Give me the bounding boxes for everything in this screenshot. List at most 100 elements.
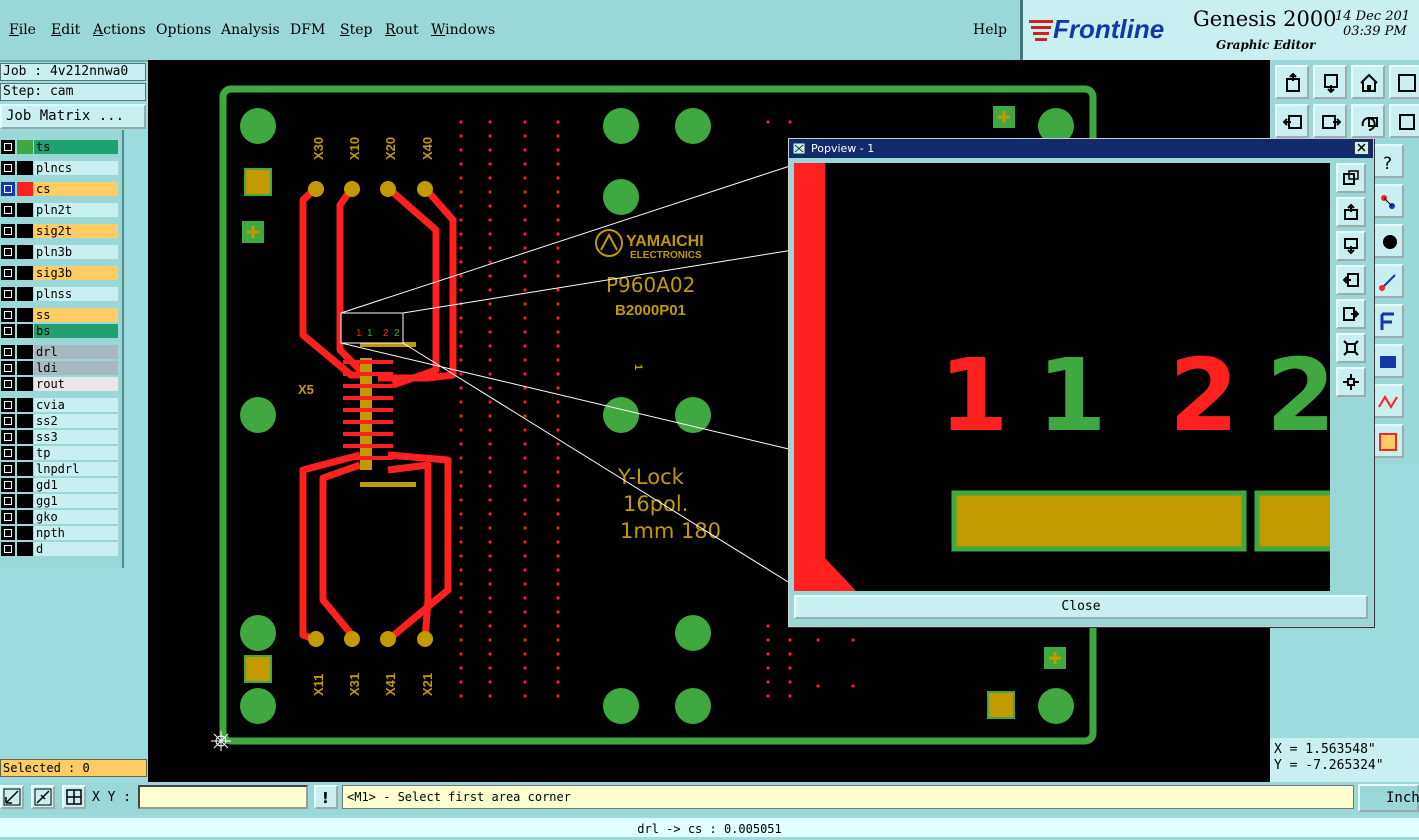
pan-right-icon[interactable] xyxy=(1313,104,1347,138)
layer-row-npth[interactable]: npth xyxy=(0,525,118,541)
layer-checkbox[interactable] xyxy=(1,161,15,175)
alert-icon[interactable]: ! xyxy=(314,785,338,809)
via-dot xyxy=(556,414,560,418)
layer-row-gko[interactable]: gko xyxy=(0,509,118,525)
pop-left-icon[interactable] xyxy=(1336,265,1366,295)
layer-checkbox[interactable] xyxy=(1,245,15,259)
zoom-home-icon[interactable] xyxy=(1275,65,1309,99)
layer-row-ldi[interactable]: ldi xyxy=(0,360,118,376)
via-dot xyxy=(766,120,770,124)
via-dot xyxy=(488,638,492,642)
component-icon[interactable] xyxy=(1370,344,1404,378)
menu-dfm[interactable]: DFM xyxy=(290,22,326,38)
layer-checkbox[interactable] xyxy=(1,430,15,444)
unit-toggle-button[interactable]: Inch xyxy=(1358,784,1419,812)
layer-row-sig3b[interactable]: sig3b xyxy=(0,265,118,281)
layer-checkbox[interactable] xyxy=(1,308,15,322)
layer-checkbox[interactable] xyxy=(1,398,15,412)
layer-row-ss3[interactable]: ss3 xyxy=(0,429,118,445)
layer-checkbox[interactable] xyxy=(1,182,15,196)
layer-checkbox[interactable] xyxy=(1,224,15,238)
pop-up-icon[interactable] xyxy=(1336,197,1366,227)
layer-checkbox[interactable] xyxy=(1,446,15,460)
pop-zoom-out-icon[interactable] xyxy=(1336,367,1366,397)
menu-file[interactable]: File xyxy=(9,22,36,38)
layer-row-ts[interactable]: ts xyxy=(0,139,118,155)
popview-window[interactable]: Popview - 1 1 1 2 2 Close xyxy=(788,138,1374,627)
layer-row-rout[interactable]: rout xyxy=(0,376,118,392)
snap-icon[interactable] xyxy=(1370,224,1404,258)
layer-checkbox[interactable] xyxy=(1,510,15,524)
wave-icon[interactable] xyxy=(1370,384,1404,418)
layer-checkbox[interactable] xyxy=(1,414,15,428)
via-dot xyxy=(556,260,560,264)
layer-checkbox[interactable] xyxy=(1,287,15,301)
layer-row-gd1[interactable]: gd1 xyxy=(0,477,118,493)
layer-checkbox[interactable] xyxy=(1,377,15,391)
menu-rout[interactable]: Rout xyxy=(385,22,419,38)
pan-left-icon[interactable] xyxy=(1275,104,1309,138)
layer-row-ss[interactable]: ss xyxy=(0,307,118,323)
layer-checkbox[interactable] xyxy=(1,324,15,338)
pop-down-icon[interactable] xyxy=(1336,231,1366,261)
layer-checkbox[interactable] xyxy=(1,361,15,375)
pop-fit-icon[interactable] xyxy=(1336,163,1366,193)
layer-row-ss2[interactable]: ss2 xyxy=(0,413,118,429)
select-mode-icon[interactable] xyxy=(0,785,24,809)
menu-actions[interactable]: Actions xyxy=(93,22,146,38)
layer-row-pln2t[interactable]: pln2t xyxy=(0,202,118,218)
layer-checkbox[interactable] xyxy=(1,140,15,154)
redraw-icon[interactable] xyxy=(1389,104,1419,138)
layer-row-drl[interactable]: drl xyxy=(0,344,118,360)
popview-menu-icon[interactable] xyxy=(793,143,806,155)
layer-row-bs[interactable]: bs xyxy=(0,323,118,339)
layer-color-swatch xyxy=(17,140,33,154)
layer-checkbox[interactable] xyxy=(1,345,15,359)
measure-mode-icon[interactable] xyxy=(31,785,55,809)
layer-checkbox[interactable] xyxy=(1,494,15,508)
menu-analysis[interactable]: Analysis xyxy=(221,22,280,38)
route-icon[interactable] xyxy=(1370,304,1404,338)
pop-zoom-in-icon[interactable] xyxy=(1336,333,1366,363)
grid-mode-icon[interactable] xyxy=(62,785,86,809)
popview-canvas[interactable]: 1 1 2 2 xyxy=(794,163,1330,591)
zoom-down-icon[interactable] xyxy=(1313,65,1347,99)
help-query-icon[interactable]: ? xyxy=(1370,144,1404,178)
layer-checkbox[interactable] xyxy=(1,478,15,492)
popview-close-button[interactable]: Close xyxy=(794,595,1368,619)
layer-row-cs[interactable]: cs xyxy=(0,181,118,197)
layer-row-lnpdrl[interactable]: lnpdrl xyxy=(0,461,118,477)
layer-checkbox[interactable] xyxy=(1,526,15,540)
connect-icon[interactable] xyxy=(1370,264,1404,298)
drill-icon[interactable] xyxy=(1370,424,1404,458)
menu-help[interactable]: Help xyxy=(973,22,1007,38)
xy-input[interactable] xyxy=(138,785,308,809)
layer-checkbox[interactable] xyxy=(1,203,15,217)
undo-zoom-icon[interactable] xyxy=(1351,104,1385,138)
layer-color-swatch xyxy=(17,494,33,508)
menu-windows[interactable]: Windows xyxy=(431,22,496,38)
layer-row-tp[interactable]: tp xyxy=(0,445,118,461)
window-icon[interactable] xyxy=(1389,65,1419,99)
layer-row-sig2t[interactable]: sig2t xyxy=(0,223,118,239)
job-matrix-button[interactable]: Job Matrix ... xyxy=(0,104,146,129)
layer-checkbox[interactable] xyxy=(1,266,15,280)
layer-checkbox[interactable] xyxy=(1,462,15,476)
menu-step[interactable]: Step xyxy=(340,22,373,38)
popview-title[interactable]: Popview - 1 xyxy=(789,139,1373,158)
layer-row-plnss[interactable]: plnss xyxy=(0,286,118,302)
menu-edit[interactable]: Edit xyxy=(51,22,81,38)
layer-checkbox[interactable] xyxy=(1,542,15,556)
layer-row-plncs[interactable]: plncs xyxy=(0,160,118,176)
pop-right-icon[interactable] xyxy=(1336,299,1366,329)
layer-row-pln3b[interactable]: pln3b xyxy=(0,244,118,260)
pcb-view[interactable]: X30 X10 X20 X40 X11 X31 X41 X21 X5 1 YAM… xyxy=(148,60,1270,782)
popview-close-icon[interactable] xyxy=(1354,141,1369,155)
layer-color-swatch xyxy=(17,462,33,476)
measure-icon[interactable] xyxy=(1370,184,1404,218)
layer-row-gg1[interactable]: gg1 xyxy=(0,493,118,509)
layer-row-d[interactable]: d xyxy=(0,541,118,557)
layer-row-cvia[interactable]: cvia xyxy=(0,397,118,413)
menu-options[interactable]: Options xyxy=(156,22,212,38)
home-icon[interactable] xyxy=(1351,65,1385,99)
